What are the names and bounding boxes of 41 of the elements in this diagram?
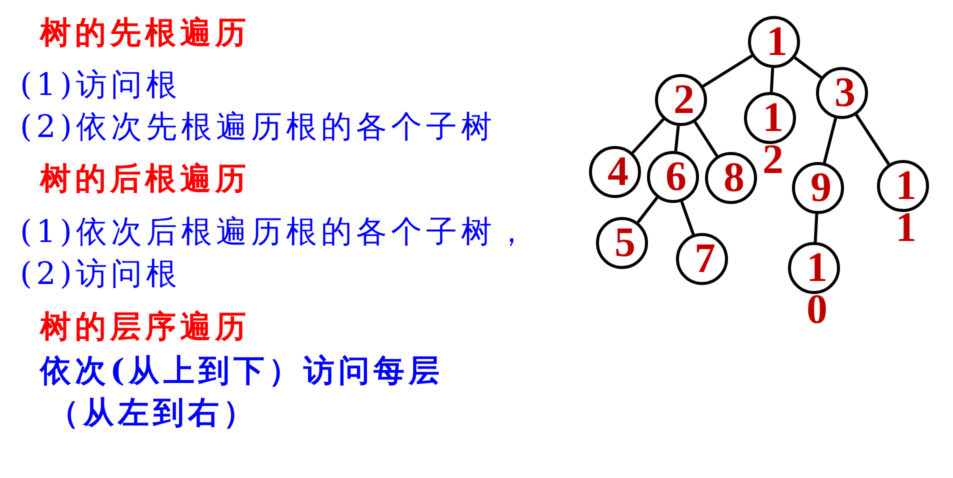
node-number: 12 <box>762 97 784 181</box>
node-number: 10 <box>806 247 828 331</box>
section-heading: 树的层序遍历 <box>40 308 250 346</box>
tree-node-circle <box>596 217 648 269</box>
tree-edge <box>631 118 665 154</box>
section-heading: 树的后根遍历 <box>40 160 250 198</box>
step-text: (1)访问根 <box>20 66 181 104</box>
node-number: 6 <box>664 156 688 198</box>
tree-node-circle <box>647 151 699 203</box>
step-text: (2)访问根 <box>20 255 181 293</box>
tree-edge <box>702 54 753 88</box>
tree-edge <box>694 121 718 157</box>
tree-edge <box>680 201 695 235</box>
tree-edge <box>855 114 890 166</box>
node-number: 9 <box>810 167 832 209</box>
tree-node-circle <box>792 162 844 214</box>
tree-edge <box>770 68 774 92</box>
node-number: 3 <box>834 72 856 114</box>
step-text: （从左到右） <box>48 394 258 432</box>
tree-edge <box>814 214 818 242</box>
step-text: (1)依次后根遍历根的各个子树， <box>20 213 531 251</box>
step-text: (2)依次先根遍历根的各个子树 <box>20 108 496 146</box>
tree-node-circle <box>705 152 757 204</box>
tree-edge <box>822 118 838 164</box>
tree-node-circle <box>816 67 868 119</box>
step-text: 依次(从上到下）访问每层 <box>40 352 444 390</box>
node-number: 5 <box>614 222 636 264</box>
tree-edge <box>794 56 822 79</box>
tree-edge <box>674 126 680 152</box>
tree-node-circle <box>748 16 800 68</box>
node-number: 11 <box>894 165 918 249</box>
node-number: 4 <box>606 151 630 193</box>
node-number: 8 <box>722 157 746 199</box>
node-number: 1 <box>766 21 788 63</box>
tree-node-circle <box>589 146 641 198</box>
tree-node-circle <box>655 74 707 126</box>
tree-edge <box>636 196 658 224</box>
section-heading: 树的先根遍历 <box>40 14 250 52</box>
node-number: 7 <box>694 238 716 280</box>
node-number: 2 <box>672 79 696 121</box>
tree-node-circle <box>676 233 728 285</box>
